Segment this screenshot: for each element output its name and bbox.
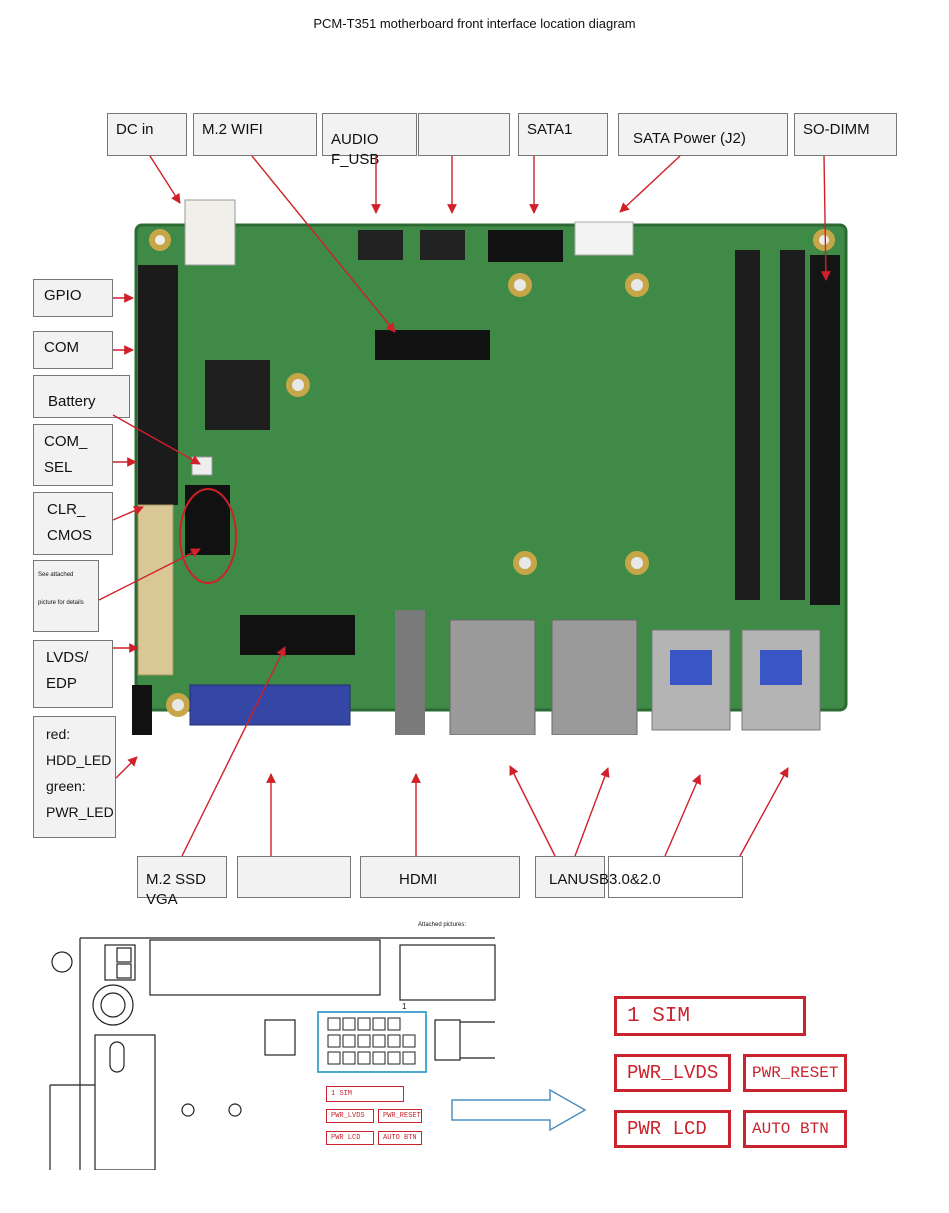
led-line-3: green: xyxy=(46,778,86,794)
hdmi-label: HDMI xyxy=(360,856,520,898)
com-sel-line-2: SEL xyxy=(44,459,73,476)
com-sel-label: COM_ SEL xyxy=(33,424,113,486)
led-line-1: red: xyxy=(46,726,71,742)
m2-ssd-vga-label: M.2 SSD VGA xyxy=(137,856,227,908)
lvds-line-2: EDP xyxy=(46,675,77,692)
see-attached-line-1: See attached xyxy=(38,572,74,578)
attached-title: Attached pictures: xyxy=(418,922,467,928)
blue-arrow-icon xyxy=(451,1088,587,1132)
led-label: red: HDD_LED green: PWR_LED xyxy=(33,716,116,838)
sata-power-label: SATA Power (J2) xyxy=(618,113,788,156)
pwr-lcd-label-large: PWR LCD xyxy=(614,1110,731,1148)
see-attached-line-2: picture for details xyxy=(38,600,84,606)
clr-cmos-line-2: CMOS xyxy=(47,527,92,544)
pwr-lvds-label-large: PWR_LVDS xyxy=(614,1054,731,1092)
battery-label: Battery xyxy=(33,375,130,418)
clr-cmos-line-1: CLR_ xyxy=(47,501,86,518)
led-line-4: PWR_LED xyxy=(46,804,114,820)
clr-cmos-label: CLR_ CMOS xyxy=(33,492,113,555)
vga-box xyxy=(237,856,351,898)
gpio-label: GPIO xyxy=(33,279,113,317)
audio-f-usb-box xyxy=(418,113,510,156)
com-sel-line-1: COM_ xyxy=(44,433,88,450)
usb-box xyxy=(608,856,743,898)
lvds-line-1: LVDS/ xyxy=(46,649,89,666)
pwr-lvds-label-small: PWR_LVDS xyxy=(326,1109,374,1123)
pwr-reset-label-large: PWR_RESET xyxy=(743,1054,847,1092)
auto-btn-label-large: AUTO BTN xyxy=(743,1110,847,1148)
auto-btn-label-small: AUTO BTN xyxy=(378,1131,422,1145)
lvds-edp-label: LVDS/ EDP xyxy=(33,640,113,708)
see-attached-label: See attached picture for details xyxy=(33,560,99,632)
audio-f-usb-label: AUDIO F_USB xyxy=(322,113,417,168)
so-dimm-label: SO-DIMM xyxy=(794,113,897,156)
com-label: COM xyxy=(33,331,113,369)
lan-usb-label: LANUSB3.0&2.0 xyxy=(535,856,661,898)
dc-in-label: DC in xyxy=(107,113,187,156)
pwr-lcd-label-small: PWR LCD xyxy=(326,1131,374,1145)
attached-schematic xyxy=(49,937,496,1170)
sata1-label: SATA1 xyxy=(518,113,608,156)
m2-wifi-label: M.2 WIFI xyxy=(193,113,317,156)
pwr-reset-label-small: PWR_RESET xyxy=(378,1109,422,1123)
page-title: PCM-T351 motherboard front interface loc… xyxy=(313,16,636,31)
led-line-2: HDD_LED xyxy=(46,752,112,768)
sim-label-small: 1 SIM xyxy=(326,1086,404,1102)
sim-label-large: 1 SIM xyxy=(614,996,806,1036)
motherboard-image xyxy=(132,199,848,735)
jumper-pin-number: 1 xyxy=(402,1002,407,1011)
